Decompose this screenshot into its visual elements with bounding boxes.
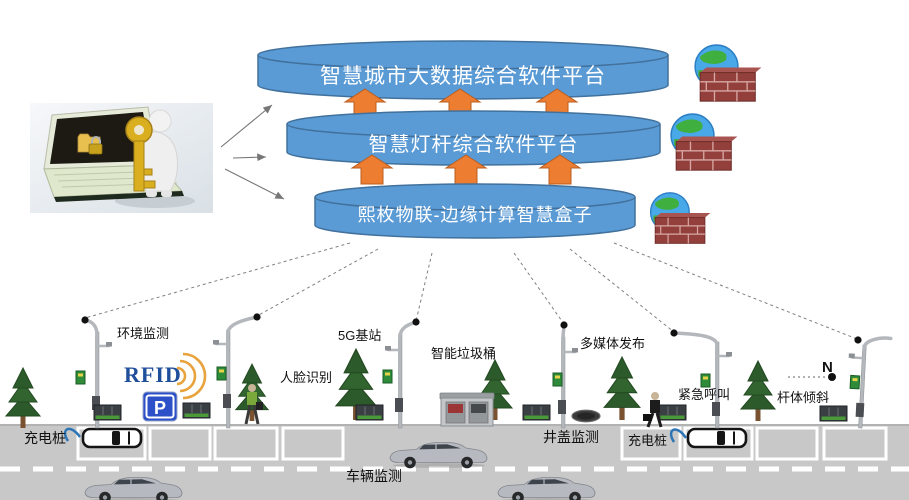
label-charging-pile-right: 充电桩	[628, 433, 668, 448]
lamp-post-5	[673, 331, 732, 429]
platform-layer-3-label: 熙枚物联-边缘计算智慧盒子	[357, 205, 593, 225]
globe-firewall-icon-2	[670, 113, 739, 171]
platform-layer-2-shape	[286, 110, 661, 166]
label-env-monitoring: 环境监测	[117, 326, 170, 341]
radio-wave-icon	[176, 352, 207, 400]
rfid-text: RFID	[124, 362, 182, 387]
access-arrows	[220, 104, 285, 200]
north-label: N	[822, 359, 833, 376]
pedestrian-suit	[643, 392, 663, 428]
label-charging-pile-left: 充电桩	[24, 430, 66, 446]
parked-ev-left	[81, 427, 143, 449]
label-face-recognition: 人脸识别	[280, 370, 333, 385]
label-vehicle-monitoring: 车辆监测	[346, 468, 402, 484]
rfid-signal: RFID	[124, 352, 207, 400]
lamp-post-3	[382, 320, 418, 429]
label-smart-trash-bin: 智能垃圾桶	[431, 346, 497, 361]
lamp-post-6-tilted	[848, 336, 893, 429]
laptop-key-security-illustration	[30, 103, 213, 213]
parking-sign: P	[142, 391, 178, 422]
label-multimedia-publish: 多媒体发布	[580, 336, 646, 351]
parked-ev-right	[686, 427, 748, 449]
smart-lamp-posts	[75, 315, 893, 429]
smart-trash-bin	[439, 392, 495, 427]
globe-firewall-icon-3	[649, 192, 712, 245]
charging-cable-left	[63, 427, 82, 442]
pole-tilt-indicator: N	[788, 359, 836, 381]
key-icon	[125, 116, 156, 192]
manhole-cover	[571, 409, 601, 423]
edge-connection-lines	[84, 242, 858, 340]
label-pole-tilt: 杆体倾斜	[777, 390, 830, 405]
charging-cable-right	[669, 428, 688, 443]
lamp-post-4	[552, 324, 578, 429]
platform-layer-3-shape	[314, 183, 636, 239]
globe-firewall-icon-1	[694, 44, 763, 102]
platform-layer-1-shape	[257, 40, 669, 100]
parking-sign-letter: P	[154, 398, 166, 418]
platform-layer-2-label: 智慧灯杆综合软件平台	[368, 133, 579, 156]
platform-layer-1-label: 智慧城市大数据综合软件平台	[320, 65, 606, 88]
up-arrows-bottom	[350, 154, 582, 185]
label-5g-base-station: 5G基站	[338, 328, 382, 343]
label-emergency-call: 紧急呼叫	[678, 387, 731, 402]
connection-nodes	[81, 313, 862, 344]
label-manhole-monitoring: 井盖监测	[543, 429, 599, 445]
pedestrian-green	[244, 384, 263, 425]
